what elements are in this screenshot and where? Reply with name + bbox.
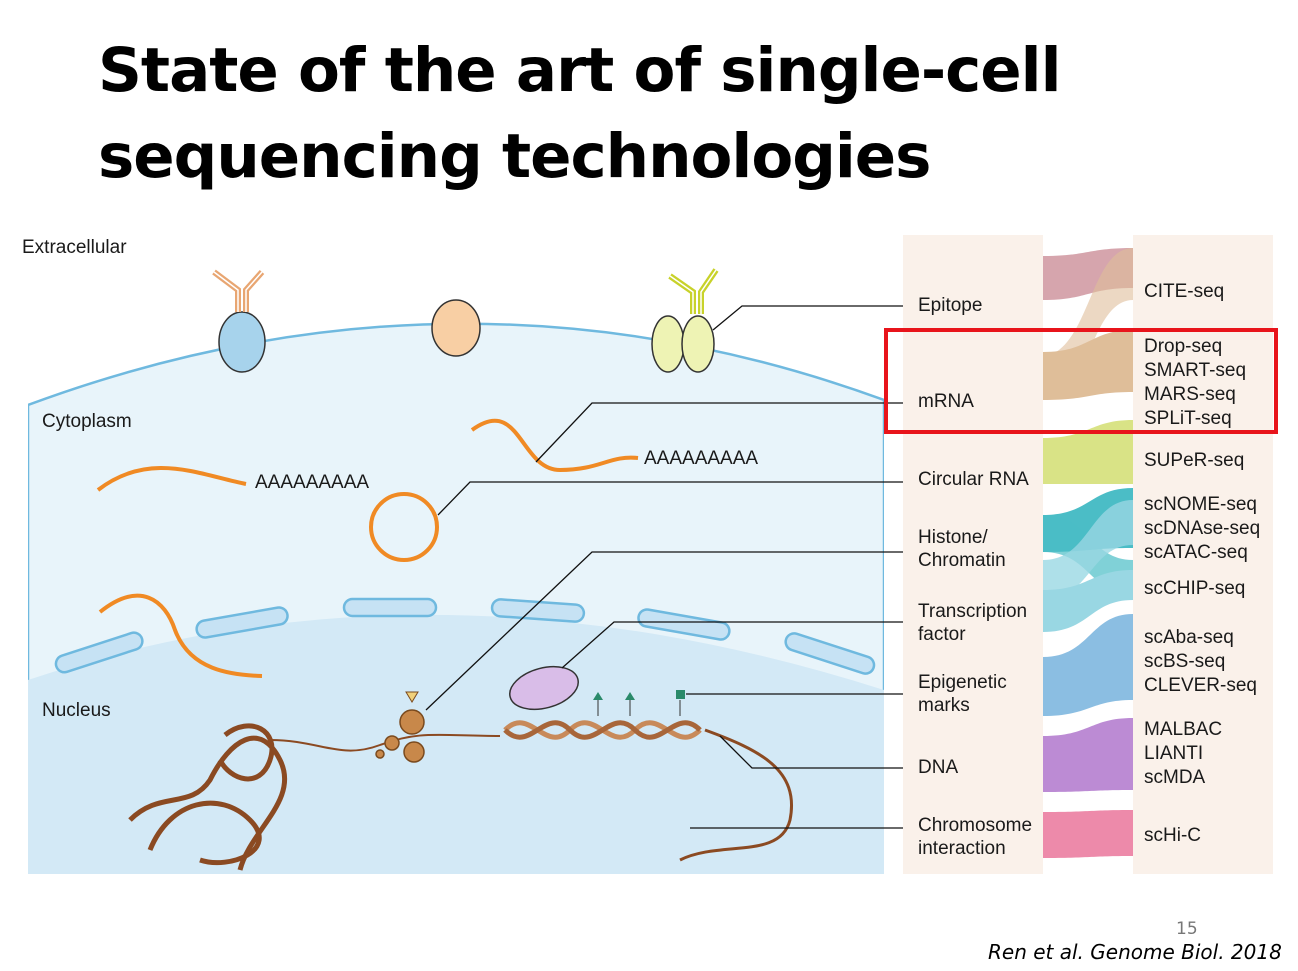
tech-schi-c: scHi-C xyxy=(1144,825,1201,846)
leader-lines xyxy=(425,305,903,829)
molecule-chromosome-interaction: Chromosome interaction xyxy=(918,815,1033,859)
mrna-left xyxy=(96,466,247,492)
molecule-epitope: Epitope xyxy=(918,295,983,316)
dna-strand xyxy=(269,733,501,752)
circular-rna xyxy=(369,492,439,562)
histone-mark xyxy=(405,691,419,703)
mrna-right xyxy=(470,418,639,473)
tech-cite-seq: CITE-seq xyxy=(1144,281,1225,302)
nuclear-envelope xyxy=(54,597,876,675)
tech-scatac-seq: scATAC-seq xyxy=(1144,542,1248,563)
polya-tail-left: AAAAAAAAA xyxy=(255,472,370,493)
molecule-column xyxy=(903,235,1043,874)
tech-group-hic: scHi-C xyxy=(1144,824,1201,848)
rna-nucleus xyxy=(98,593,263,678)
tech-scchip-seq: scCHIP-seq xyxy=(1144,578,1246,599)
tech-scbs-seq: scBS-seq xyxy=(1144,651,1226,672)
tech-scdnase-seq: scDNAse-seq xyxy=(1144,518,1261,539)
tech-group-mrna: Drop-seq SMART-seq MARS-seq SPLiT-seq xyxy=(1144,335,1246,431)
label-nucleus: Nucleus xyxy=(42,700,111,721)
tech-group-super: SUPeR-seq xyxy=(1144,449,1244,473)
tech-group-chip: scCHIP-seq xyxy=(1144,577,1245,601)
molecule-dna: DNA xyxy=(918,757,959,778)
histone-cluster xyxy=(375,709,425,763)
label-extracellular: Extracellular xyxy=(22,237,127,258)
technology-column xyxy=(1133,235,1273,874)
dna-tail xyxy=(679,728,793,862)
tech-smart-seq: SMART-seq xyxy=(1144,360,1247,381)
tech-group-dna: MALBAC LIANTI scMDA xyxy=(1144,718,1222,790)
epigenetic-mark-icons xyxy=(593,690,685,716)
molecule-transcription-factor: Transcription factor xyxy=(918,601,1028,645)
citation: Ren et al. Genome Biol. 2018 xyxy=(988,940,1282,964)
mrna-highlight-box xyxy=(884,328,1278,434)
membrane-protein xyxy=(431,299,481,357)
transcription-factor xyxy=(509,665,579,711)
slide-title: State of the art of single-cell sequenci… xyxy=(98,28,1198,200)
tech-super-seq: SUPeR-seq xyxy=(1144,450,1245,471)
title-line-2: sequencing technologies xyxy=(98,121,932,192)
tech-mars-seq: MARS-seq xyxy=(1144,384,1236,405)
label-cytoplasm: Cytoplasm xyxy=(42,411,132,432)
receptor-left xyxy=(212,269,266,373)
dna-helix-b xyxy=(503,720,702,740)
flow-bands xyxy=(1043,248,1133,858)
tech-scnome-seq: scNOME-seq xyxy=(1144,494,1257,515)
tech-clever-seq: CLEVER-seq xyxy=(1144,675,1257,696)
tech-lianti: LIANTI xyxy=(1144,743,1204,764)
tech-malbac: MALBAC xyxy=(1144,719,1223,740)
tech-scaba-seq: scAba-seq xyxy=(1144,627,1234,648)
tech-drop-seq: Drop-seq xyxy=(1144,336,1223,357)
tech-scmda: scMDA xyxy=(1144,767,1206,788)
tech-split-seq: SPLiT-seq xyxy=(1144,408,1232,429)
tech-group-chromatin: scNOME-seq scDNAse-seq scATAC-seq xyxy=(1144,493,1260,565)
polya-tail-right: AAAAAAAAA xyxy=(644,448,759,469)
nucleus-region xyxy=(28,614,884,874)
molecule-histone-chromatin: Histone/ Chromatin xyxy=(918,527,1006,571)
page-number: 15 xyxy=(1176,919,1198,939)
tech-group-cite: CITE-seq xyxy=(1144,280,1224,304)
title-line-1: State of the art of single-cell xyxy=(98,35,1061,106)
chromatin xyxy=(128,723,288,871)
molecule-circular-rna: Circular RNA xyxy=(918,469,1029,490)
molecule-mrna: mRNA xyxy=(918,391,974,412)
molecule-epigenetic-marks: Epigenetic marks xyxy=(918,672,1007,716)
receptor-right xyxy=(651,268,719,373)
tech-group-epigenetic: scAba-seq scBS-seq CLEVER-seq xyxy=(1144,626,1257,698)
